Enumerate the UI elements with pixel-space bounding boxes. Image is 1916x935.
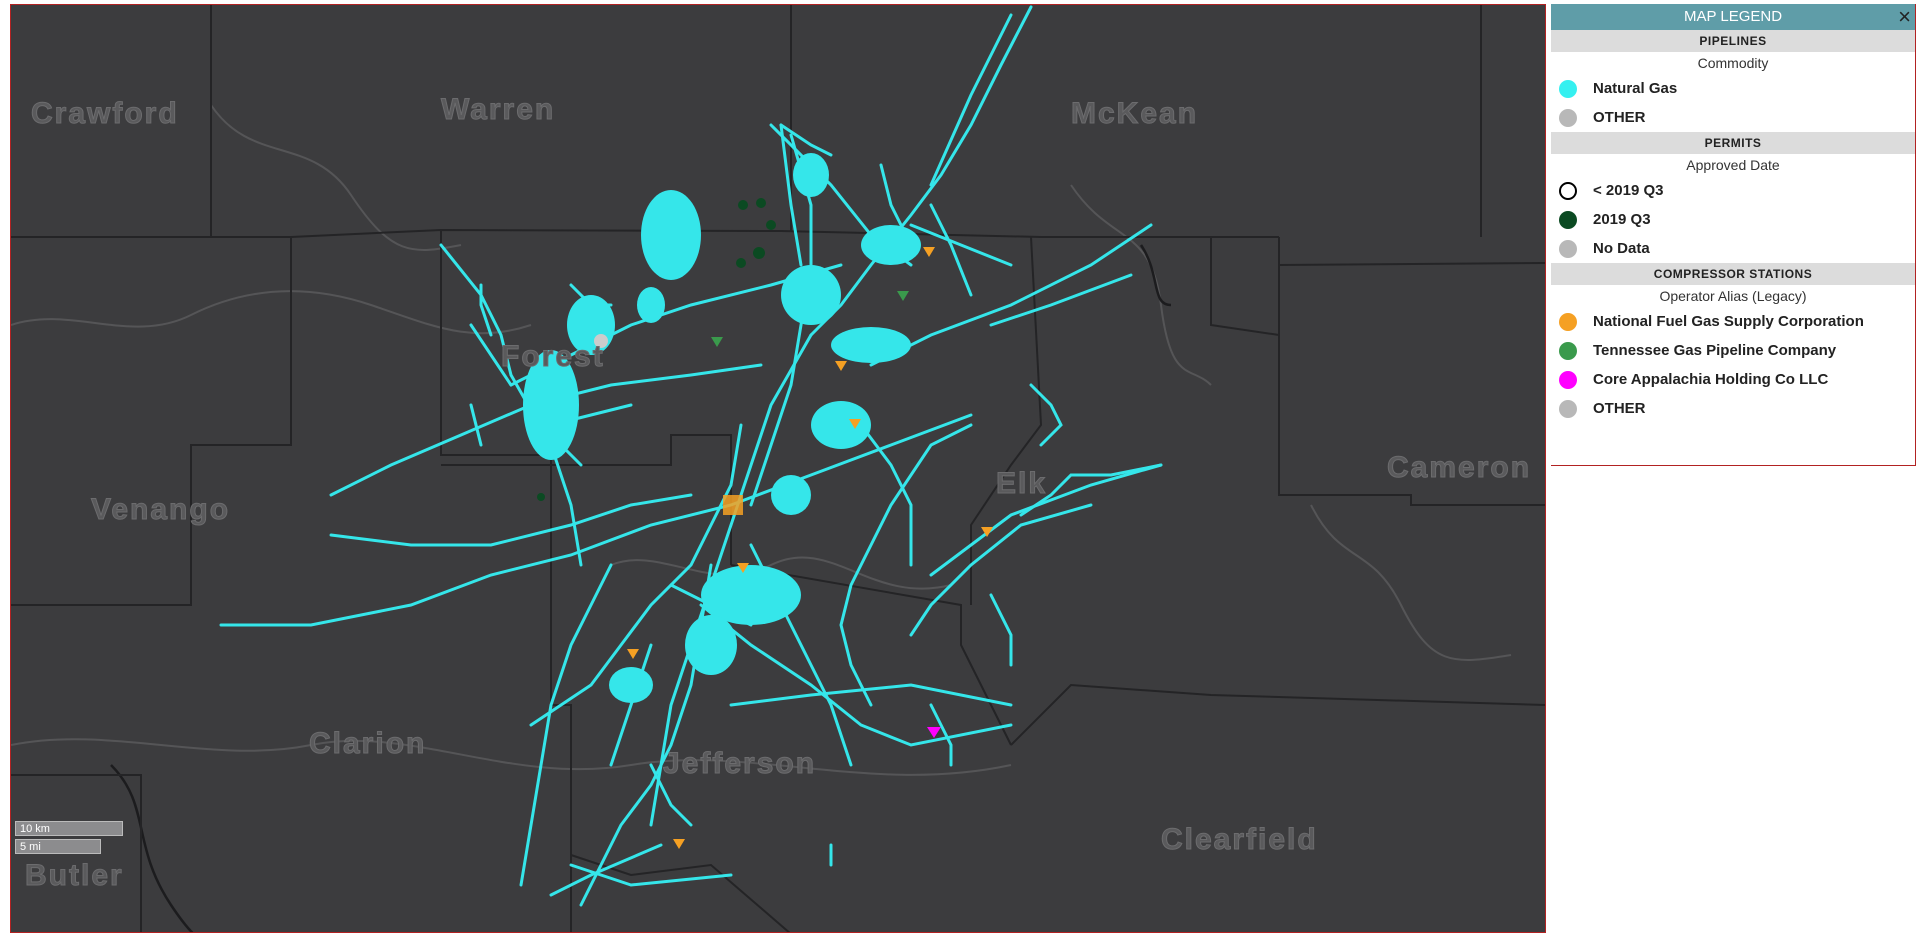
compressor-station-marker[interactable] <box>627 649 639 659</box>
compressor-stations-national-fuel <box>627 247 993 849</box>
legend-section-subheading: Approved Date <box>1686 157 1780 173</box>
permits-no-data <box>594 334 608 348</box>
scale-bar-km: 10 km <box>15 821 123 836</box>
compressor-station-marker[interactable] <box>835 361 847 371</box>
permit-marker[interactable] <box>753 247 765 259</box>
legend-symbol-icon <box>1559 181 1577 200</box>
legend-item-label: 2019 Q3 <box>1593 211 1651 228</box>
permit-marker[interactable] <box>738 200 748 210</box>
legend-symbol-icon <box>1559 239 1577 258</box>
legend-item: Tennessee Gas Pipeline Company <box>1551 336 1915 365</box>
permit-marker[interactable] <box>736 258 746 268</box>
legend-item-label: No Data <box>1593 240 1650 257</box>
county-label-warren: Warren <box>440 93 556 127</box>
pipeline-clusters <box>523 153 921 703</box>
legend-section-heading: COMPRESSOR STATIONS <box>1551 263 1915 285</box>
county-label-forest: Forest <box>501 340 605 374</box>
map-view[interactable]: Crawford Warren McKean Forest Venango El… <box>10 4 1546 933</box>
legend-item-label: < 2019 Q3 <box>1593 182 1664 199</box>
permit-marker[interactable] <box>594 334 608 348</box>
legend-section-subheading: Commodity <box>1697 55 1769 71</box>
legend-item: No Data <box>1551 234 1915 263</box>
compressor-stations-core <box>927 727 941 738</box>
legend-title: MAP LEGEND <box>1683 8 1783 25</box>
compressor-station-marker[interactable] <box>923 247 935 257</box>
compressor-station-marker[interactable] <box>927 727 941 738</box>
permit-marker[interactable] <box>756 198 766 208</box>
legend-symbol-icon <box>1559 108 1577 127</box>
county-label-cameron: Cameron <box>1386 451 1532 485</box>
legend-item-label: OTHER <box>1593 109 1646 126</box>
legend-header: MAP LEGEND × <box>1551 4 1915 30</box>
legend-item: 2019 Q3 <box>1551 205 1915 234</box>
compressor-station-area[interactable] <box>723 495 743 515</box>
legend-symbol-icon <box>1559 312 1577 331</box>
county-label-elk: Elk <box>995 467 1048 501</box>
legend-symbol-icon <box>1559 210 1577 229</box>
compressor-station-marker[interactable] <box>849 419 861 429</box>
legend-item: OTHER <box>1551 394 1915 423</box>
county-label-jefferson: Jefferson <box>662 747 817 781</box>
legend-symbol-icon <box>1559 79 1577 98</box>
legend-item-label: Tennessee Gas Pipeline Company <box>1593 342 1837 359</box>
legend-symbol-icon <box>1559 341 1577 360</box>
county-label-venango: Venango <box>90 493 231 527</box>
close-icon[interactable]: × <box>1898 4 1911 29</box>
county-label-mckean: McKean <box>1070 97 1199 131</box>
compressor-station-marker[interactable] <box>981 527 993 537</box>
legend-item-label: OTHER <box>1593 400 1646 417</box>
legend-item-label: National Fuel Gas Supply Corporation <box>1593 313 1864 330</box>
rivers-major <box>110 244 1172 932</box>
legend-section-heading: PERMITS <box>1551 132 1915 154</box>
permits-2019-q3 <box>537 198 776 501</box>
legend-symbol-icon <box>1559 370 1577 389</box>
rivers <box>11 104 1512 776</box>
legend-item: Natural Gas <box>1551 74 1915 103</box>
compressor-stations-tennessee <box>711 291 909 347</box>
legend-section-heading: PIPELINES <box>1551 30 1915 52</box>
county-label-clarion: Clarion <box>308 727 427 761</box>
legend-section-subheading: Operator Alias (Legacy) <box>1659 288 1807 304</box>
legend-symbol-icon <box>1559 399 1577 418</box>
map-canvas[interactable] <box>11 5 1546 933</box>
permit-marker[interactable] <box>766 220 776 230</box>
legend-item: Core Appalachia Holding Co LLC <box>1551 365 1915 394</box>
legend-item: < 2019 Q3 <box>1551 176 1915 205</box>
legend-item-label: Natural Gas <box>1593 80 1678 97</box>
scale-bar-mi: 5 mi <box>15 839 101 854</box>
county-label-clearfield: Clearfield <box>1161 823 1318 857</box>
county-borders <box>11 5 1545 932</box>
county-label-crawford: Crawford <box>31 97 179 131</box>
permit-marker[interactable] <box>537 493 545 501</box>
legend-item: National Fuel Gas Supply Corporation <box>1551 307 1915 336</box>
compressor-station-marker[interactable] <box>711 337 723 347</box>
legend-item: OTHER <box>1551 103 1915 132</box>
compressor-station-marker[interactable] <box>897 291 909 301</box>
compressor-station-marker[interactable] <box>737 563 749 573</box>
compressor-station-marker[interactable] <box>673 839 685 849</box>
county-label-butler: Butler <box>25 859 124 893</box>
legend-item-label: Core Appalachia Holding Co LLC <box>1593 371 1829 388</box>
